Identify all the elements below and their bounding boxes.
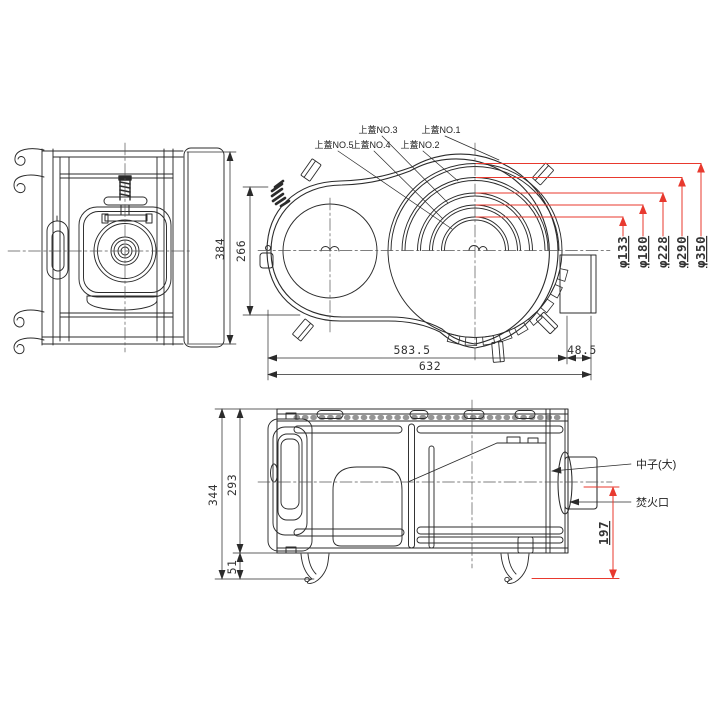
top-coil-handle bbox=[270, 179, 291, 208]
lid-label-no4: 上蓋NO.4 bbox=[351, 139, 390, 150]
side-flue-height-dimension-red: 197 bbox=[531, 486, 620, 580]
front-hinge bbox=[46, 215, 69, 280]
front-height-dimension: 384 bbox=[186, 151, 237, 345]
side-flue-collar bbox=[557, 451, 598, 515]
top-lugs bbox=[292, 158, 558, 363]
top-flue-stub bbox=[559, 254, 597, 314]
side-lid-bumps bbox=[316, 410, 536, 419]
side-total-height-label: 344 bbox=[206, 484, 220, 506]
top-outline bbox=[266, 153, 559, 349]
dia-label-350: φ350 bbox=[693, 236, 708, 268]
lid-label-no5: 上蓋NO.5 bbox=[314, 139, 353, 150]
top-rim-segments bbox=[446, 268, 569, 346]
lid-label-no2: 上蓋NO.2 bbox=[400, 139, 439, 150]
side-flue-height-label: 197 bbox=[596, 521, 611, 545]
dia-label-133: φ133 bbox=[615, 236, 630, 268]
top-lid-callouts: 上蓋NO.3 上蓋NO.1 上蓋NO.5 上蓋NO.4 上蓋NO.2 bbox=[314, 124, 500, 230]
side-callouts: 中子(大) 焚火口 bbox=[551, 457, 676, 509]
top-depth-dim-label: 266 bbox=[234, 240, 248, 262]
side-view: 344 293 51 中子(大) 焚火口 197 bbox=[206, 399, 676, 584]
side-body-height-label: 293 bbox=[225, 474, 239, 496]
side-height-dimensions: 344 293 51 bbox=[206, 408, 315, 580]
body-width-dim-label: 583.5 bbox=[393, 343, 430, 357]
side-inner-pot bbox=[332, 466, 403, 547]
flue-width-dim-label: 48.5 bbox=[567, 343, 597, 357]
drawing-linework: 384 bbox=[7, 124, 708, 584]
front-ash-tray bbox=[86, 295, 158, 311]
side-base-height-label: 51 bbox=[225, 560, 239, 575]
front-frame bbox=[41, 147, 225, 348]
dia-label-228: φ228 bbox=[655, 236, 670, 268]
total-width-dim-label: 632 bbox=[419, 359, 441, 373]
callout-fire-port-label: 焚火口 bbox=[636, 496, 669, 509]
front-view: 384 bbox=[7, 142, 237, 355]
top-width-dimensions: 583.5 48.5 632 bbox=[267, 309, 597, 381]
callout-core-label: 中子(大) bbox=[636, 457, 676, 471]
top-view: 上蓋NO.3 上蓋NO.1 上蓋NO.5 上蓋NO.4 上蓋NO.2 266 5… bbox=[234, 124, 708, 381]
front-scroll-legs bbox=[13, 148, 45, 355]
front-side-panel bbox=[183, 147, 225, 348]
side-dividers bbox=[407, 423, 547, 549]
side-rails bbox=[293, 425, 564, 544]
lid-label-no3: 上蓋NO.3 bbox=[358, 124, 397, 135]
lid-label-no1: 上蓋NO.1 bbox=[421, 124, 460, 135]
front-height-dim-label: 384 bbox=[213, 238, 227, 260]
side-legs bbox=[300, 553, 530, 584]
top-depth-dimension: 266 bbox=[234, 186, 301, 316]
front-clamp-bolt bbox=[101, 175, 153, 224]
top-diameter-dimensions-red: φ133 φ180 φ228 φ290 φ350 bbox=[475, 162, 708, 268]
side-body bbox=[276, 408, 569, 554]
side-door-profile bbox=[267, 412, 313, 554]
dia-label-180: φ180 bbox=[635, 236, 650, 268]
dia-label-290: φ290 bbox=[674, 236, 689, 268]
